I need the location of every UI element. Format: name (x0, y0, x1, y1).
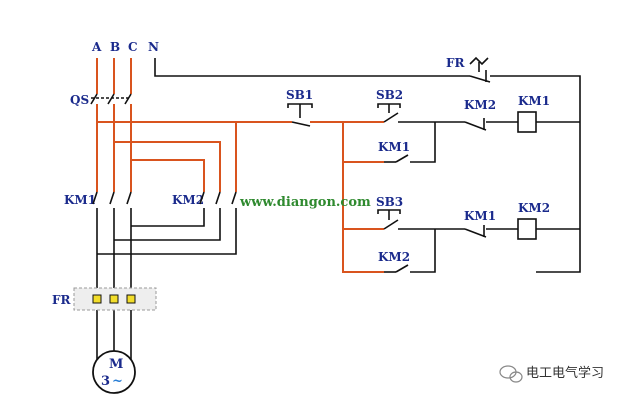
km1-coil (517, 111, 537, 133)
phase-label-b: B (110, 40, 120, 54)
sb2-start-button (377, 103, 465, 123)
km2-holding-contact (384, 229, 436, 273)
sb1-label: SB1 (286, 88, 313, 102)
fr-ctrl-label: FR (446, 56, 466, 70)
qs-label: QS (70, 93, 89, 107)
km1-interlock-label: KM1 (464, 209, 496, 223)
sb3-label: SB3 (376, 195, 403, 209)
fr-control-contact (469, 56, 491, 83)
sb1-stop-button (287, 103, 313, 127)
km2-coil (517, 218, 537, 240)
km2-interlock-contact (464, 118, 518, 131)
qs-switch (90, 93, 132, 105)
km2-coil-label: KM2 (518, 201, 550, 215)
motor-symbol: ~ (112, 374, 123, 389)
watermark: www.diangon.com (239, 195, 371, 210)
brand-name: 电工电气学习 (526, 365, 604, 381)
km1-interlock-contact (464, 225, 518, 238)
wechat-logo (499, 365, 523, 383)
sb3-start-button (377, 209, 465, 230)
km2-aux-label: KM2 (378, 250, 410, 264)
fr-thermal-elements (92, 294, 136, 304)
motor (92, 350, 136, 394)
power-lines (96, 58, 384, 273)
km1-coil-label: KM1 (518, 94, 550, 108)
phase-label-c: C (128, 40, 138, 54)
km1-main-label: KM1 (64, 193, 96, 207)
km1-holding-contact (384, 122, 436, 163)
km2-main-label: KM2 (172, 193, 204, 207)
phase-label-n: N (148, 40, 159, 54)
phase-label-a: A (91, 40, 102, 54)
km1-main-contacts (92, 191, 132, 360)
neutral-line (154, 58, 581, 273)
fr-main-label: FR (52, 293, 72, 307)
sb2-label: SB2 (376, 88, 403, 102)
motor-name: M (109, 357, 123, 372)
km2-interlock-label: KM2 (464, 98, 496, 112)
km2-main-contacts (97, 191, 237, 255)
motor-phase: 3 (101, 374, 110, 389)
km1-aux-label: KM1 (378, 140, 410, 154)
